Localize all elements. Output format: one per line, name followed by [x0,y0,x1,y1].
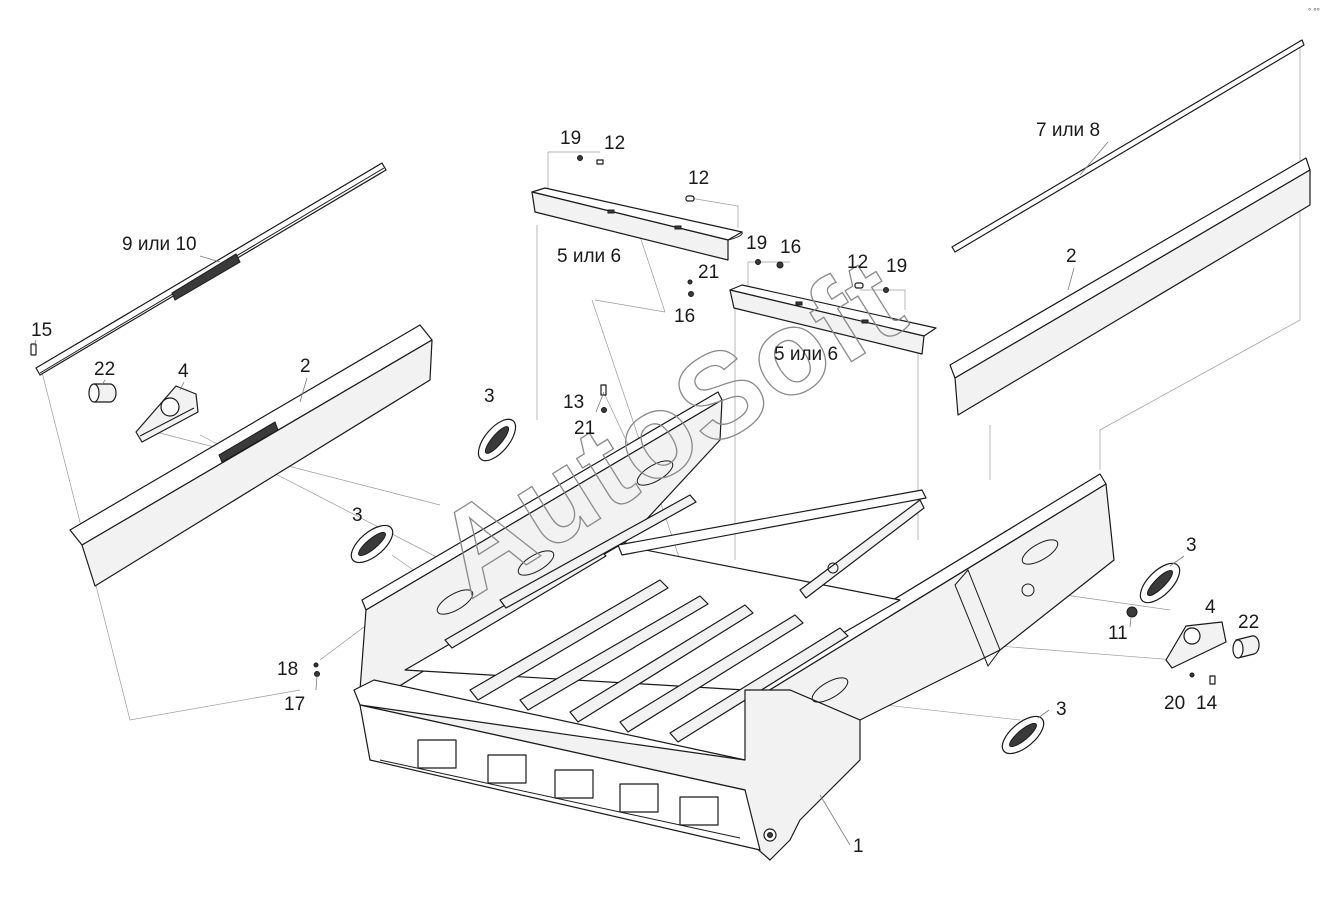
label-leaders [33,141,1185,846]
label-part-3-right: 3 [1186,535,1197,556]
label-part-19-top: 19 [560,128,581,149]
label-part-18: 18 [277,659,298,680]
label-part-22-right: 22 [1238,612,1259,633]
label-part-19-mid: 19 [746,233,767,254]
part-3-seal-right [1139,562,1181,604]
label-part-15: 15 [31,320,52,341]
part-7-8-strip [951,39,1305,253]
label-part-3-top: 3 [484,386,495,407]
part-2-right-panel [949,157,1311,416]
part-2-left-panel [69,324,433,587]
label-part-3-bottom: 3 [1056,699,1067,720]
part-20-14-fasteners [1189,672,1216,685]
label-part-21-top: 21 [698,262,719,283]
small-fasteners-top [577,155,889,413]
label-part-1: 1 [853,836,864,857]
label-part-9-10: 9 или 10 [122,234,197,255]
label-part-5-6-left: 5 или 6 [557,246,621,267]
label-part-4-left: 4 [178,361,189,382]
label-part-19-right: 19 [886,256,907,277]
part-15-screw [30,343,37,356]
label-part-20: 20 [1164,693,1185,714]
label-part-22-left: 22 [94,359,115,380]
corner-mark: ° °° [1308,7,1320,16]
part-22-left-bushing [88,383,117,403]
part-3-seal-top [477,418,517,462]
label-part-7-8: 7 или 8 [1036,120,1100,141]
label-part-16-left: 16 [674,306,695,327]
label-part-12-mid: 12 [688,168,709,189]
part-labels: 9 или 10 15 22 4 2 19 12 12 5 или 6 21 1… [31,120,1259,857]
part-9-10-strip [35,162,387,376]
label-part-12-top: 12 [604,133,625,154]
part-3-seal-left [350,524,394,564]
label-part-12-right: 12 [847,252,868,273]
label-part-14: 14 [1196,693,1218,714]
label-part-13: 13 [563,392,584,413]
label-part-21-mid: 21 [574,418,595,439]
part-11-nut [1126,606,1138,618]
part-18-17-fasteners [313,662,320,677]
part-22-right-bushing [1232,635,1260,659]
label-part-16-mid: 16 [780,237,801,258]
part-5-6-top-cover [531,187,743,261]
label-part-2-left: 2 [300,356,311,377]
part-5-6-lower-cover [729,284,937,355]
label-part-3-left: 3 [352,505,363,526]
part-4-right-bracket [1165,621,1227,669]
part-4-left-bracket [135,385,199,443]
label-part-17: 17 [284,694,305,715]
label-part-2-right: 2 [1066,246,1077,267]
part-3-seal-bottom [1001,715,1045,755]
label-part-11: 11 [1108,623,1128,644]
label-part-4-right: 4 [1205,597,1216,618]
label-part-5-6-right: 5 или 6 [774,344,838,365]
part-1-main-body [353,391,1115,861]
